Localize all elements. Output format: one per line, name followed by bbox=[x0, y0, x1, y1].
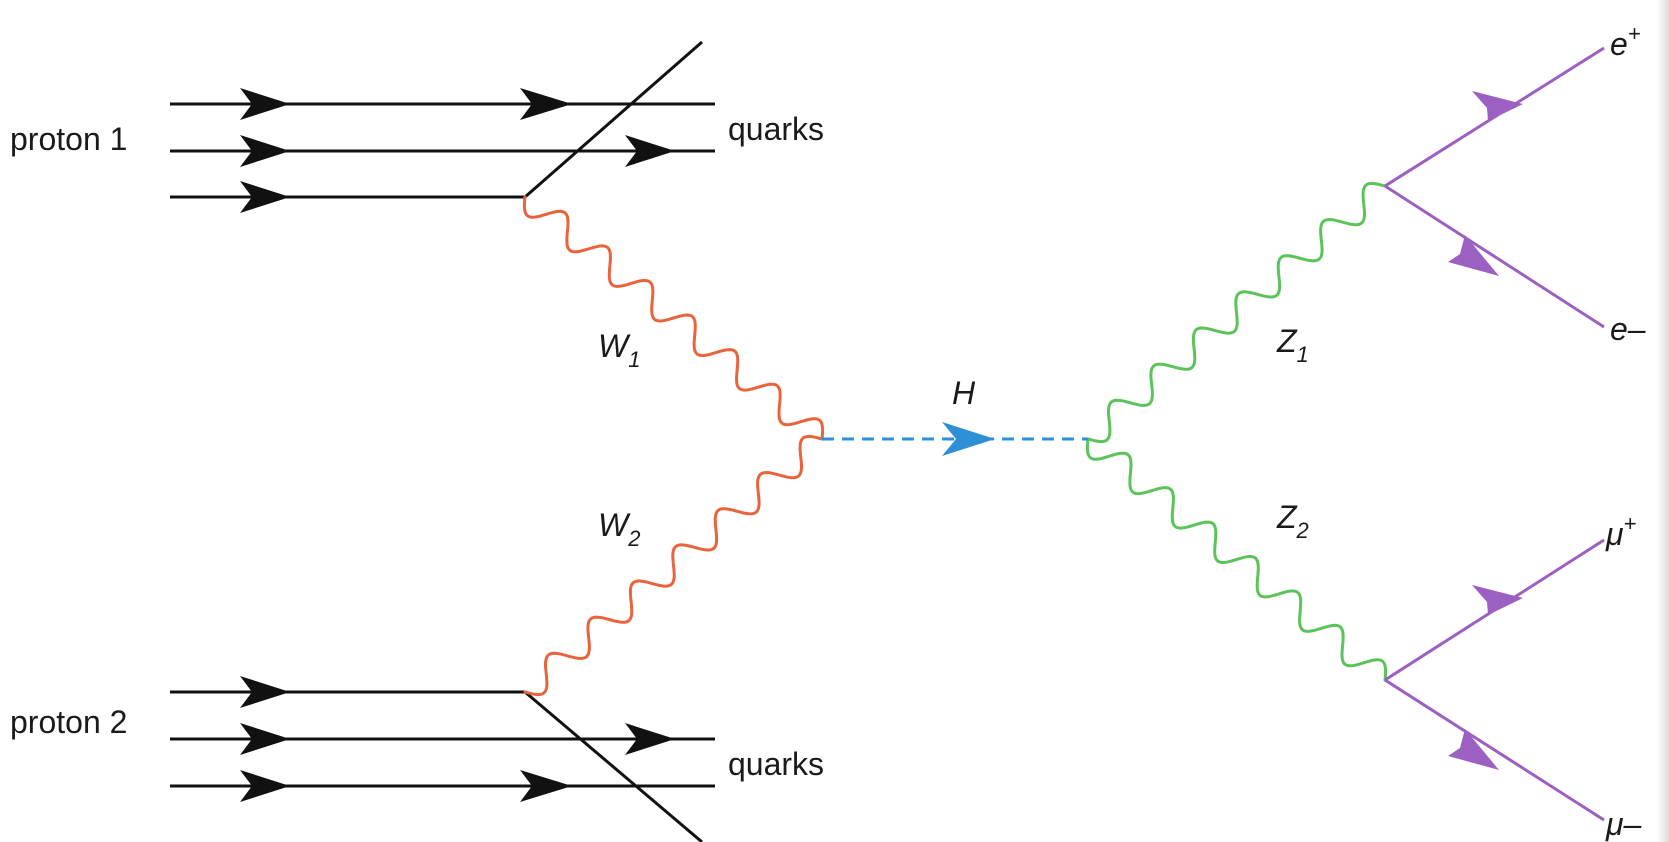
proton-1-scattered-quark bbox=[524, 40, 703, 199]
proton-2-scattered-quark bbox=[524, 690, 703, 842]
arrow-icon bbox=[520, 88, 572, 120]
z1-boson-line bbox=[1086, 181, 1387, 444]
arrow-icon bbox=[1448, 235, 1499, 276]
arrow-icon bbox=[240, 676, 290, 708]
e-minus-line bbox=[1384, 184, 1605, 329]
arrow-icon bbox=[625, 723, 675, 755]
arrow-icon bbox=[240, 770, 290, 802]
arrow-icon bbox=[240, 88, 290, 120]
mu-minus-line bbox=[1384, 678, 1605, 822]
e-minus-label: e– bbox=[1610, 311, 1646, 347]
w2-label: W2 bbox=[598, 507, 640, 551]
arrow-icon bbox=[240, 723, 290, 755]
arrow-icon bbox=[1472, 585, 1523, 615]
image-right-edge bbox=[1657, 0, 1669, 842]
higgs-arrow-icon bbox=[942, 422, 995, 456]
e-plus-label: e+ bbox=[1610, 21, 1641, 62]
arrow-icon bbox=[625, 135, 675, 167]
z2-label: Z2 bbox=[1276, 499, 1309, 543]
proton-2-quarks bbox=[170, 676, 715, 842]
proton-1-quarks bbox=[170, 40, 715, 213]
arrow-icon bbox=[240, 181, 290, 213]
proton-2-label: proton 2 bbox=[10, 704, 127, 740]
mu-minus-label: μ– bbox=[1605, 806, 1642, 842]
lepton-lines bbox=[1384, 46, 1605, 822]
z1-label: Z1 bbox=[1276, 323, 1309, 367]
w2-boson-line bbox=[523, 434, 824, 697]
arrow-icon bbox=[240, 135, 290, 167]
quarks-top-label: quarks bbox=[728, 111, 824, 147]
arrow-icon bbox=[520, 770, 572, 802]
arrow-icon bbox=[1448, 729, 1499, 770]
w1-label: W1 bbox=[598, 328, 640, 372]
quarks-bottom-label: quarks bbox=[728, 746, 824, 782]
arrow-icon bbox=[1472, 91, 1523, 121]
mu-plus-label: μ+ bbox=[1605, 511, 1637, 552]
z2-boson-line bbox=[1085, 437, 1388, 682]
proton-1-label: proton 1 bbox=[10, 121, 127, 157]
higgs-label: H bbox=[952, 375, 976, 411]
w1-boson-line bbox=[522, 195, 825, 441]
